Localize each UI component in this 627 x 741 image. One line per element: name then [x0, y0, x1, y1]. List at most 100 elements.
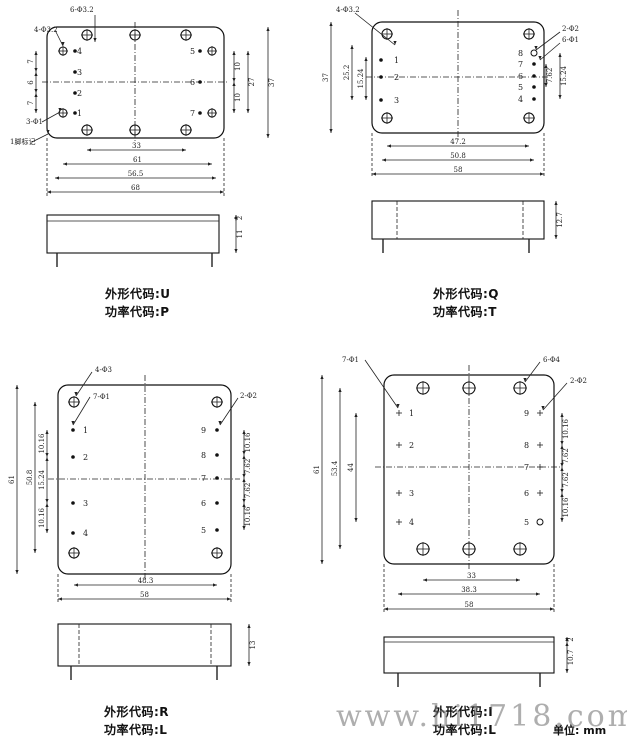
panel-i-dim-side-top-value: 2 [567, 637, 575, 641]
panel-q-right-pin-0 [530, 49, 538, 57]
panel-u-callout-0-tip [93, 38, 97, 42]
panel-q-dim-height-arrow-up [329, 22, 333, 26]
panel-i-callout-1-leader [524, 361, 541, 383]
watermark: www.hi1718.com [336, 699, 627, 734]
panel-q-callout-1-text: 2-Φ2 [562, 25, 579, 33]
panel-r-dim-holes-arrow-right [213, 583, 217, 587]
panel-u-dim-left-b-value: 6 [27, 80, 35, 85]
panel-u-dim-inner-arrow-left [63, 162, 67, 166]
panel-q-left-pin-label-1: 2 [394, 73, 399, 82]
panel-i-dim-width-arrow-left [384, 607, 388, 611]
panel-i-dim-holes-arrow-left [398, 592, 402, 596]
panel-r-dim-left-a-arrow-down [45, 453, 49, 457]
panel-q-power-caption: 功率代码:T [433, 305, 497, 319]
panel-i-dim-right-d-value: 10.16 [562, 497, 570, 518]
panel-r-right-pin-label-2: 7 [201, 474, 206, 483]
panel-r-callout-0-leader [75, 371, 93, 397]
panel-i-dim-holes-arrow-right [536, 592, 540, 596]
panel-u-shape-caption: 外形代码:U [105, 287, 171, 301]
panel-r-callout-2-text: 2-Φ2 [240, 392, 257, 400]
panel-u-dim-inner-value: 61 [133, 156, 142, 164]
panel-u-callout-1-leader [54, 29, 64, 47]
panel-i-right-pin-label-2: 7 [524, 463, 529, 472]
panel-i-dim-right-b-arrow-up [560, 445, 564, 449]
panel-u-callout-0-text: 6-Φ3.2 [70, 6, 94, 14]
panel-i-dim-right-a-arrow-up [560, 413, 564, 417]
panel-r-dim-width-value: 58 [140, 591, 149, 599]
panel-q-callout-0-leader [354, 12, 396, 46]
panel-r-dim-holes-h-arrow-down [33, 549, 37, 553]
panel-q-dim-left-a-value: 25.2 [343, 65, 351, 81]
panel-u-right-pin-label-2: 7 [190, 109, 195, 118]
panel-q-left-pin-label-0: 1 [394, 56, 399, 65]
panel-r-dim-left-b-arrow-down [45, 499, 49, 503]
panel-r-dim-right-a-arrow-up [242, 430, 246, 434]
panel-q-dim-pins-arrow-left [387, 144, 391, 148]
panel-i-dim-height-value: 61 [313, 465, 321, 474]
panel-r-dim-holes-h-value: 50.8 [26, 470, 34, 486]
panel-i-dim-side-h-arrow-up [565, 642, 569, 646]
panel-u-dim-left-a-value: 7 [27, 59, 35, 63]
panel-q-dim-left-b-arrow-down [364, 96, 368, 100]
panel-u-callout-2-leader [41, 111, 61, 123]
panel-i-dim-right-b-arrow-down [560, 463, 564, 467]
unit-label: 单位: mm [553, 724, 607, 737]
panel-r-dim-width-arrow-left [58, 597, 62, 601]
panel-u-dim-pins-b-arrow-down [232, 109, 236, 113]
panel-r-side-body [57, 623, 232, 667]
panel-i-dim-right-c-arrow-down [560, 489, 564, 493]
panel-u-dim-width-arrow-left [47, 190, 51, 194]
panel-q-dim-side-h-value: 12.7 [556, 212, 564, 228]
panel-q-dim-width-value: 58 [454, 166, 463, 174]
panel-u-dim-pins-b-arrow-up [232, 82, 236, 86]
panel-q-dim-left-b-value: 15.24 [357, 68, 365, 89]
panel-u-callout-3-tip [46, 130, 50, 134]
panel-u-dim-holes-value: 56.5 [128, 170, 144, 178]
panel-u-left-pin-label-2: 2 [77, 89, 82, 98]
panel-u-dim-inner-arrow-right [208, 162, 212, 166]
panel-i-left-pin-label-2: 3 [409, 489, 414, 498]
panel-r-right-pin-label-0: 9 [201, 426, 206, 435]
panel-r-right-pin-1 [215, 453, 219, 457]
panel-i-dim-height-arrow-down [320, 560, 324, 564]
panel-r-right-pin-0 [215, 428, 219, 432]
panel-r-dim-right-a-arrow-down [242, 451, 246, 455]
panel-r-right-pin-label-3: 6 [201, 499, 206, 508]
panel-u-left-pin-label-1: 3 [77, 68, 82, 77]
panel-q-right-pin-label-0: 8 [518, 49, 523, 58]
panel-r-dim-height-value: 61 [8, 475, 16, 484]
panel-r-dim-right-b-arrow-down [242, 474, 246, 478]
panel-r-dim-side-h-arrow-down [247, 662, 251, 666]
panel-q-right-pin-3 [532, 85, 536, 89]
panel-q-dim-right-a-value: 7.62 [546, 68, 554, 84]
panel-r-callout-1-tip [71, 421, 75, 425]
panel-u-right-pin-1 [198, 80, 202, 84]
panel-r-shape-caption: 外形代码:R [104, 705, 170, 719]
panel-i-callout-1-text: 6-Φ4 [543, 356, 561, 364]
panel-u-left-pin-label-3: 1 [77, 109, 82, 118]
panel-u-left-pin-3 [73, 111, 77, 115]
panel-i-dim-width-value: 58 [465, 601, 474, 609]
panel-u-dim-width-value: 68 [131, 184, 140, 192]
panel-i-dim-right-b-value: 7.62 [562, 448, 570, 464]
panel-u-callout-1-tip [61, 42, 65, 46]
panel-r-dim-holes-h-arrow-up [33, 402, 37, 406]
panel-r-callout-1-text: 7-Φ1 [93, 393, 110, 401]
panel-r-left-pin-2 [71, 501, 75, 505]
panel-q-right-pin-4 [532, 97, 536, 101]
panel-u-dim-left-b-arrow-down [34, 89, 38, 93]
panel-r-dim-right-d-arrow-down [242, 526, 246, 530]
panel-r-dim-left-c-arrow-up [45, 503, 49, 507]
panel-u-dim-pins-h-arrow-down [246, 109, 250, 113]
panel-i-left-pin-label-1: 2 [409, 441, 414, 450]
panel-q-right-pin-label-1: 7 [518, 60, 523, 69]
panel-i-right-pin-label-3: 6 [524, 489, 529, 498]
panel-q-left-pin-1 [379, 75, 383, 79]
panel-r-dim-holes-value: 48.3 [138, 577, 154, 585]
panel-r-dim-left-b-value: 15.24 [38, 469, 46, 490]
panel-q-left-pin-0 [379, 58, 383, 62]
panel-i-dim-holes-h-arrow-down [338, 545, 342, 549]
panel-i-callout-0-text: 7-Φ1 [342, 356, 359, 364]
panel-i-side-body [383, 636, 555, 674]
panel-u-dim-holes-arrow-right [212, 176, 216, 180]
